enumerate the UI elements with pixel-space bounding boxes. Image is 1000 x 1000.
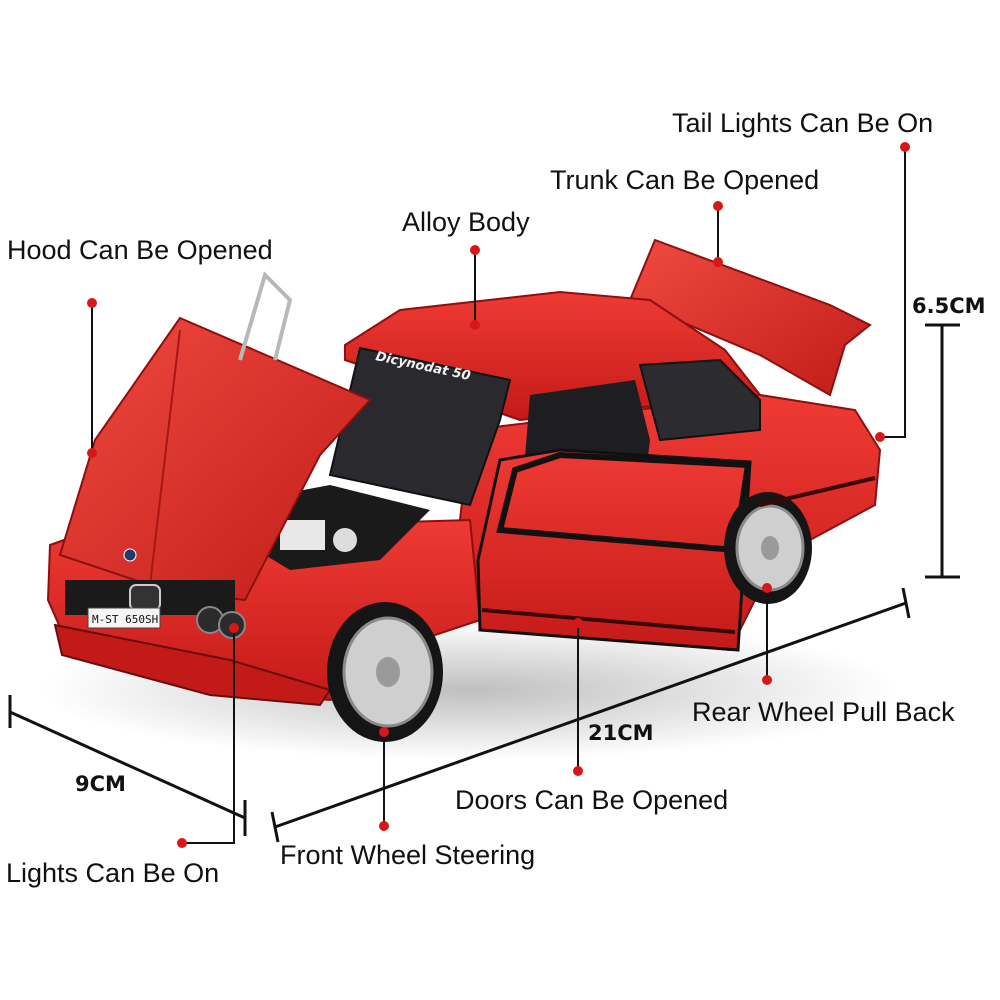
- doors-point-dot: [573, 766, 583, 776]
- kidney-grille: [129, 584, 161, 611]
- width-dimension-line: [8, 695, 247, 836]
- front-bumper: [53, 623, 332, 707]
- lights-dot: [229, 623, 239, 633]
- trunk-label: Trunk Can Be Opened: [550, 165, 820, 195]
- tail-lights-dot: [900, 142, 910, 152]
- height-dimension-line: [925, 323, 960, 579]
- door-trim: [481, 608, 736, 634]
- rear-side-window: [638, 358, 761, 442]
- front-wheel-label: Front Wheel Steering: [280, 840, 536, 870]
- lights-leader: [182, 628, 235, 844]
- alloy-body-point-dot: [470, 320, 480, 330]
- hood-dot: [87, 298, 97, 308]
- front-wheel-dot: [379, 727, 389, 737]
- length-dimension-line: [270, 587, 911, 843]
- front-wheel-point-dot: [379, 821, 389, 831]
- engine-cap: [333, 528, 357, 552]
- hood-point-dot: [87, 448, 97, 458]
- alloy-body-dot: [470, 245, 480, 255]
- lights-label: Lights Can Be On: [6, 858, 220, 888]
- trunk-point-dot: [713, 257, 723, 267]
- hood-strut: [238, 271, 293, 361]
- rear-wheel: [724, 492, 812, 604]
- lights-point-dot: [177, 838, 187, 848]
- height-dimension-label: 6.5CM: [912, 294, 986, 318]
- hood-crease: [149, 329, 181, 586]
- windshield: [328, 346, 512, 507]
- rear-wheel-dot: [762, 583, 772, 593]
- front-wheel: [327, 602, 443, 742]
- alloy-body-label: Alloy Body: [402, 207, 530, 237]
- tail-lights-leader: [880, 147, 906, 438]
- width-dimension-label: 9CM: [75, 772, 126, 796]
- hood-badge: [123, 548, 137, 562]
- front-plate: [87, 607, 161, 629]
- tail-lights-label: Tail Lights Can Be On: [672, 108, 934, 138]
- doors-label: Doors Can Be Opened: [455, 785, 729, 815]
- tail-lights-point-dot: [875, 432, 885, 442]
- front-plate-text: M-ST 650SH: [92, 613, 158, 626]
- opened-door: [476, 448, 752, 652]
- engine-block: [280, 520, 325, 550]
- trunk-dot: [713, 201, 723, 211]
- rear-wheel-point-dot: [762, 675, 772, 685]
- doors-dot: [573, 618, 583, 628]
- side-molding: [759, 476, 876, 507]
- rear-wheel-label: Rear Wheel Pull Back: [692, 697, 955, 727]
- hood-label: Hood Can Be Opened: [7, 235, 273, 265]
- length-dimension-label: 21CM: [588, 721, 654, 745]
